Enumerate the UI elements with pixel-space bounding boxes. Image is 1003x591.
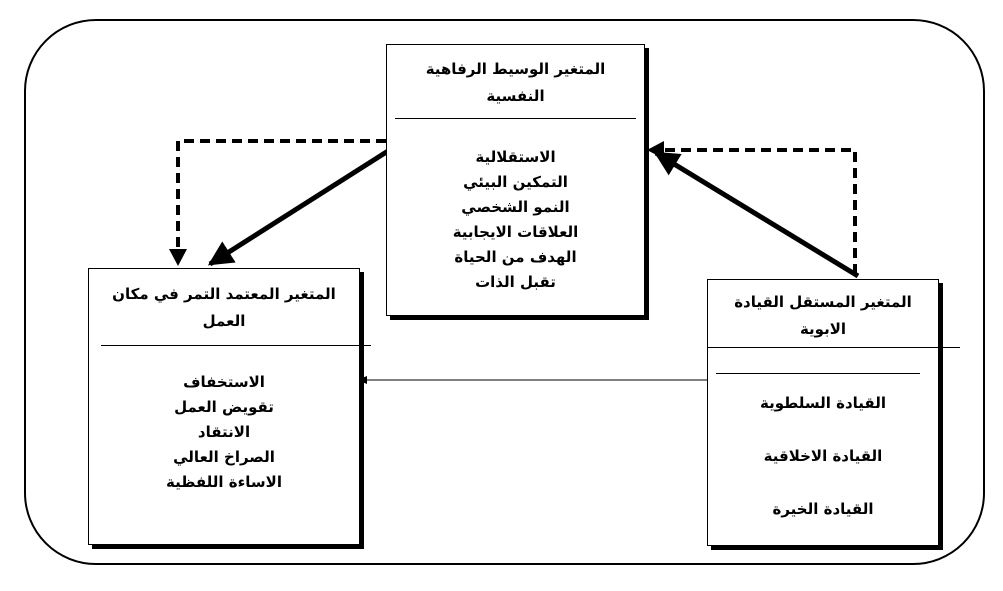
solid-arrow-mediator-to-dependent [207, 148, 390, 267]
list-item: الاساءة اللفظية [166, 473, 282, 491]
dashed-arrow-mediator-to-dependent [176, 139, 386, 258]
solid-arrow-independent-to-mediator [653, 150, 860, 279]
mediator-list: الاستقلالية التمكين البيئي النمو الشخصي … [387, 145, 644, 295]
list-item: الاستقلالية [475, 148, 556, 166]
mediator-divider [395, 118, 636, 119]
mediator-title: المتغير الوسيط الرفاهية النفسية [425, 60, 606, 105]
list-item: القيادة الخيرة [772, 500, 874, 518]
independent-divider-secondary [716, 373, 920, 374]
independent-divider [708, 347, 960, 348]
dashed-arrowhead-dependent [169, 249, 187, 266]
dashed-arrow-independent-to-mediator [660, 148, 857, 274]
dependent-variable-box: المتغير المعتمد التمر في مكان العمل الاس… [88, 268, 371, 545]
list-item: الصراخ العالي [173, 448, 275, 466]
dependent-title: المتغير المعتمد التمر في مكان العمل [112, 285, 336, 330]
list-item: الانتقاد [197, 423, 251, 441]
list-item: النمو الشخصي [461, 198, 570, 216]
independent-list: القيادة السلطوية القيادة الاخلاقية القيا… [708, 377, 938, 536]
list-item: تقويض العمل [174, 398, 274, 416]
independent-variable-box: المتغير المستقل القيادة الابوية القيادة … [707, 279, 960, 546]
list-item: القيادة الاخلاقية [763, 447, 883, 465]
mediator-variable-box: المتغير الوسيط الرفاهية النفسية الاستقلا… [386, 44, 645, 316]
dependent-list: الاستخفاف تقويض العمل الانتقاد الصراخ ال… [89, 370, 359, 495]
independent-title: المتغير المستقل القيادة الابوية [734, 293, 912, 338]
list-item: الهدف من الحياة [454, 248, 577, 266]
diagram-frame [24, 19, 985, 565]
list-item: الاستخفاف [183, 373, 265, 391]
list-item: تقبل الذات [475, 273, 556, 291]
list-item: القيادة السلطوية [759, 394, 886, 412]
list-item: العلاقات الايجابية [452, 223, 579, 241]
list-item: التمكين البيئي [463, 173, 568, 191]
dependent-divider [101, 345, 371, 346]
